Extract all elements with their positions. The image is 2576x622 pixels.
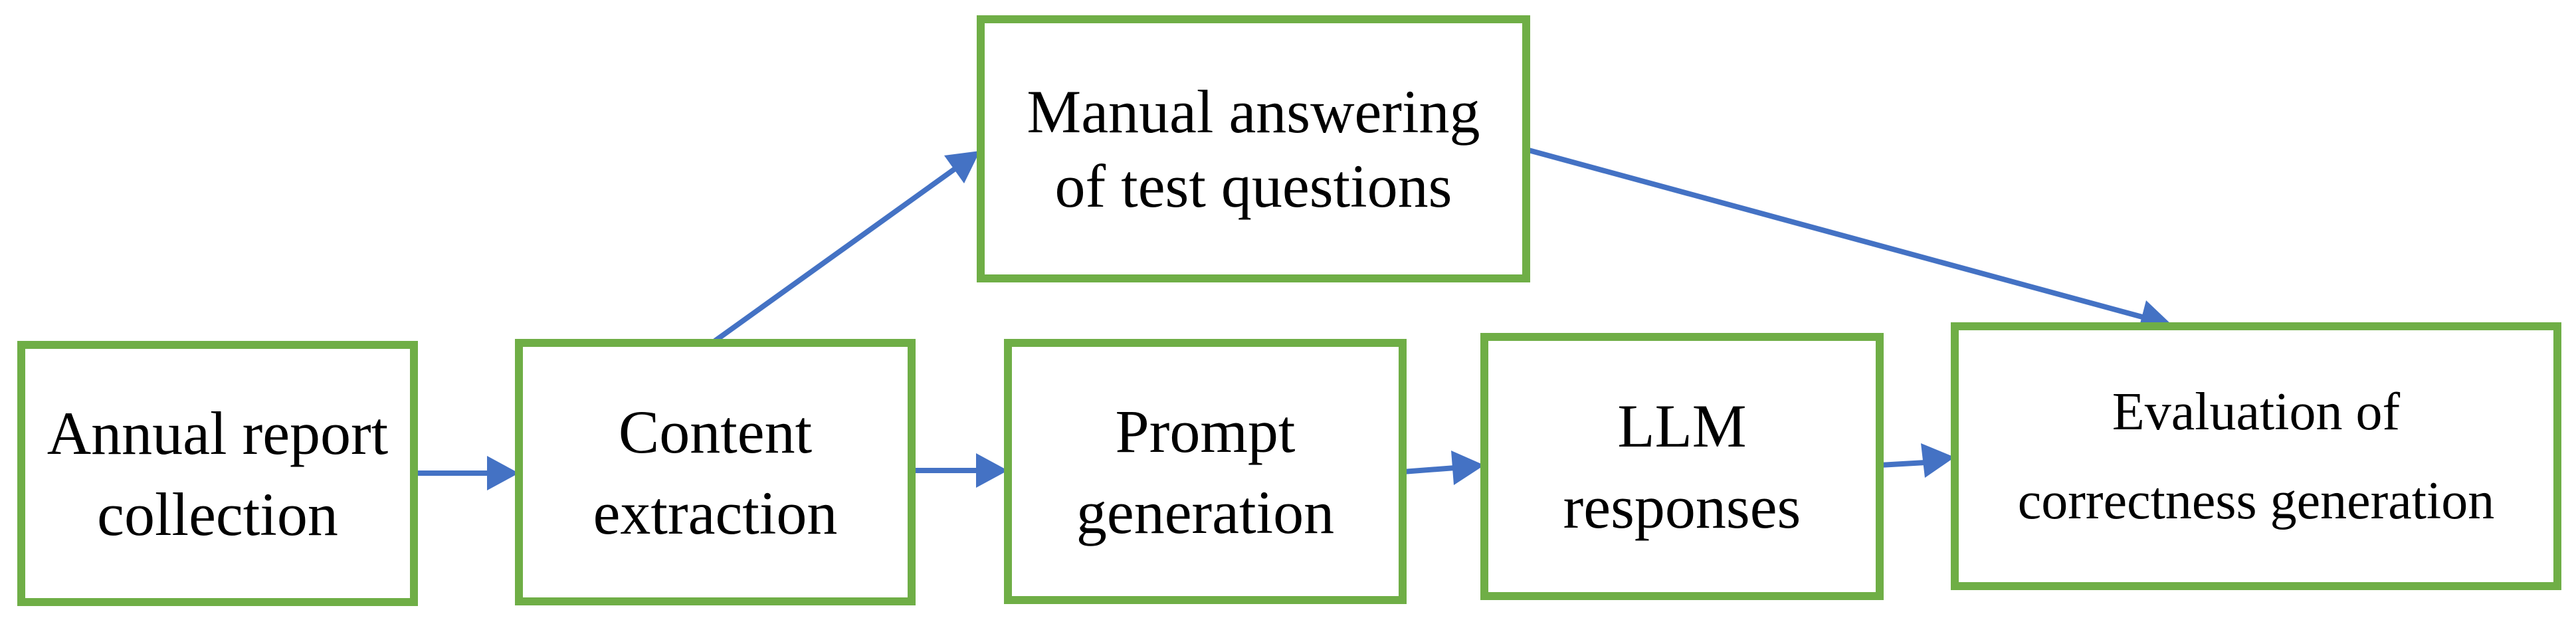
arrow-llm-to-evaluation-arrowhead-icon [1921, 443, 1955, 478]
arrow-prompt-to-llm [1402, 451, 1484, 485]
arrow-llm-to-evaluation-line [1879, 460, 1926, 468]
arrow-prompt-to-llm-line [1402, 465, 1456, 474]
arrow-llm-to-evaluation [1879, 443, 1955, 478]
box-llm-responses: LLM responses [1480, 333, 1884, 600]
box-prompt-generation: Prompt generation [1004, 339, 1407, 604]
box-manual-answering-label-line1: Manual answering [1027, 78, 1480, 146]
box-content-extraction-label-line1: Content [618, 397, 813, 466]
arrow-prompt-to-llm-arrowhead-icon [1451, 451, 1484, 485]
box-manual-answering-of-test-questions: Manual answering of test questions [977, 15, 1530, 282]
box-llm-responses-label-line2: responses [1563, 473, 1801, 541]
arrow-content-to-manual-line [713, 165, 959, 344]
box-annual-report-collection-label-line1: Annual report [47, 399, 389, 467]
arrow-annual-to-content [418, 456, 519, 490]
box-evaluation-label-line1: Evaluation of [2112, 382, 2401, 441]
box-evaluation-label-line2: correctness generation [2017, 471, 2495, 530]
box-annual-report-collection-label-line2: collection [97, 480, 338, 548]
arrow-content-to-prompt-arrowhead-icon [976, 453, 1008, 488]
arrow-manual-to-evaluation-line [1525, 147, 2146, 320]
box-prompt-generation-label-line2: generation [1076, 478, 1335, 546]
arrow-manual-to-evaluation [1525, 147, 2173, 334]
box-llm-responses-label-line1: LLM [1617, 392, 1747, 460]
arrow-annual-to-content-arrowhead-icon [487, 456, 519, 490]
box-prompt-generation-label-line1: Prompt [1115, 397, 1296, 465]
box-content-extraction: Content extraction [515, 339, 916, 605]
arrow-content-to-prompt [912, 453, 1008, 488]
box-content-extraction-label-line2: extraction [593, 478, 838, 547]
arrow-content-to-manual [713, 151, 980, 344]
box-manual-answering-label-line2: of test questions [1054, 152, 1452, 220]
box-evaluation-of-correctness-generation: Evaluation of correctness generation [1951, 322, 2561, 590]
arrow-content-to-manual-arrowhead-icon [944, 151, 980, 183]
box-annual-report-collection: Annual report collection [17, 341, 418, 606]
